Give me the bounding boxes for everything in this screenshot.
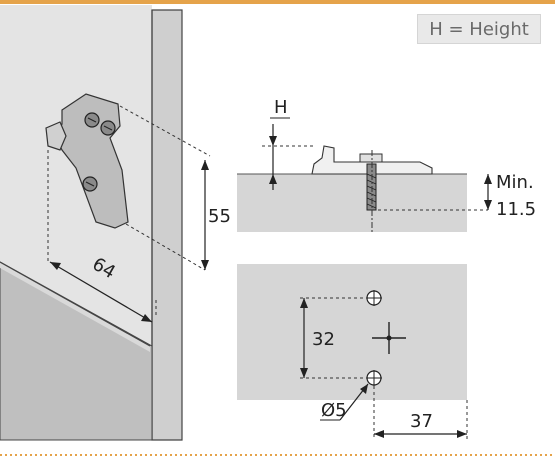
dimension-55-label: 55 — [208, 206, 231, 227]
mounting-plate — [45, 93, 129, 229]
dimension-min: Min. 11.5 — [378, 172, 536, 220]
legend-text: H = Height — [429, 18, 529, 40]
center-mark — [372, 322, 406, 354]
dimension-diameter-label: Ø5 — [321, 400, 347, 421]
cabinet-panel-edge — [151, 9, 183, 441]
cabinet-bottom — [0, 261, 153, 441]
cabinet-illustration: 55 64 — [0, 5, 231, 441]
construction-lines-left — [47, 105, 211, 318]
dimension-32-label: 32 — [312, 329, 335, 350]
cabinet-side-wall — [0, 5, 152, 346]
dimension-h: H — [262, 97, 314, 190]
dimension-diameter: Ø5 — [320, 383, 369, 421]
cabinet-bottom-top — [0, 262, 150, 352]
dimension-37-label: 37 — [410, 411, 433, 432]
section-view: H Min. 11.5 — [237, 97, 536, 232]
dimension-min-label: Min. — [496, 172, 534, 193]
dimension-55: 55 — [201, 160, 231, 270]
dimension-37: 37 — [373, 386, 468, 440]
dimension-min-value: 11.5 — [496, 199, 536, 220]
top-border — [0, 0, 555, 4]
plan-view: 32 Ø5 37 — [237, 264, 468, 440]
legend-box: H = Height — [417, 14, 541, 44]
plan-panel — [237, 264, 467, 400]
dimension-h-label: H — [274, 97, 288, 118]
dimension-32: 32 — [300, 297, 367, 379]
